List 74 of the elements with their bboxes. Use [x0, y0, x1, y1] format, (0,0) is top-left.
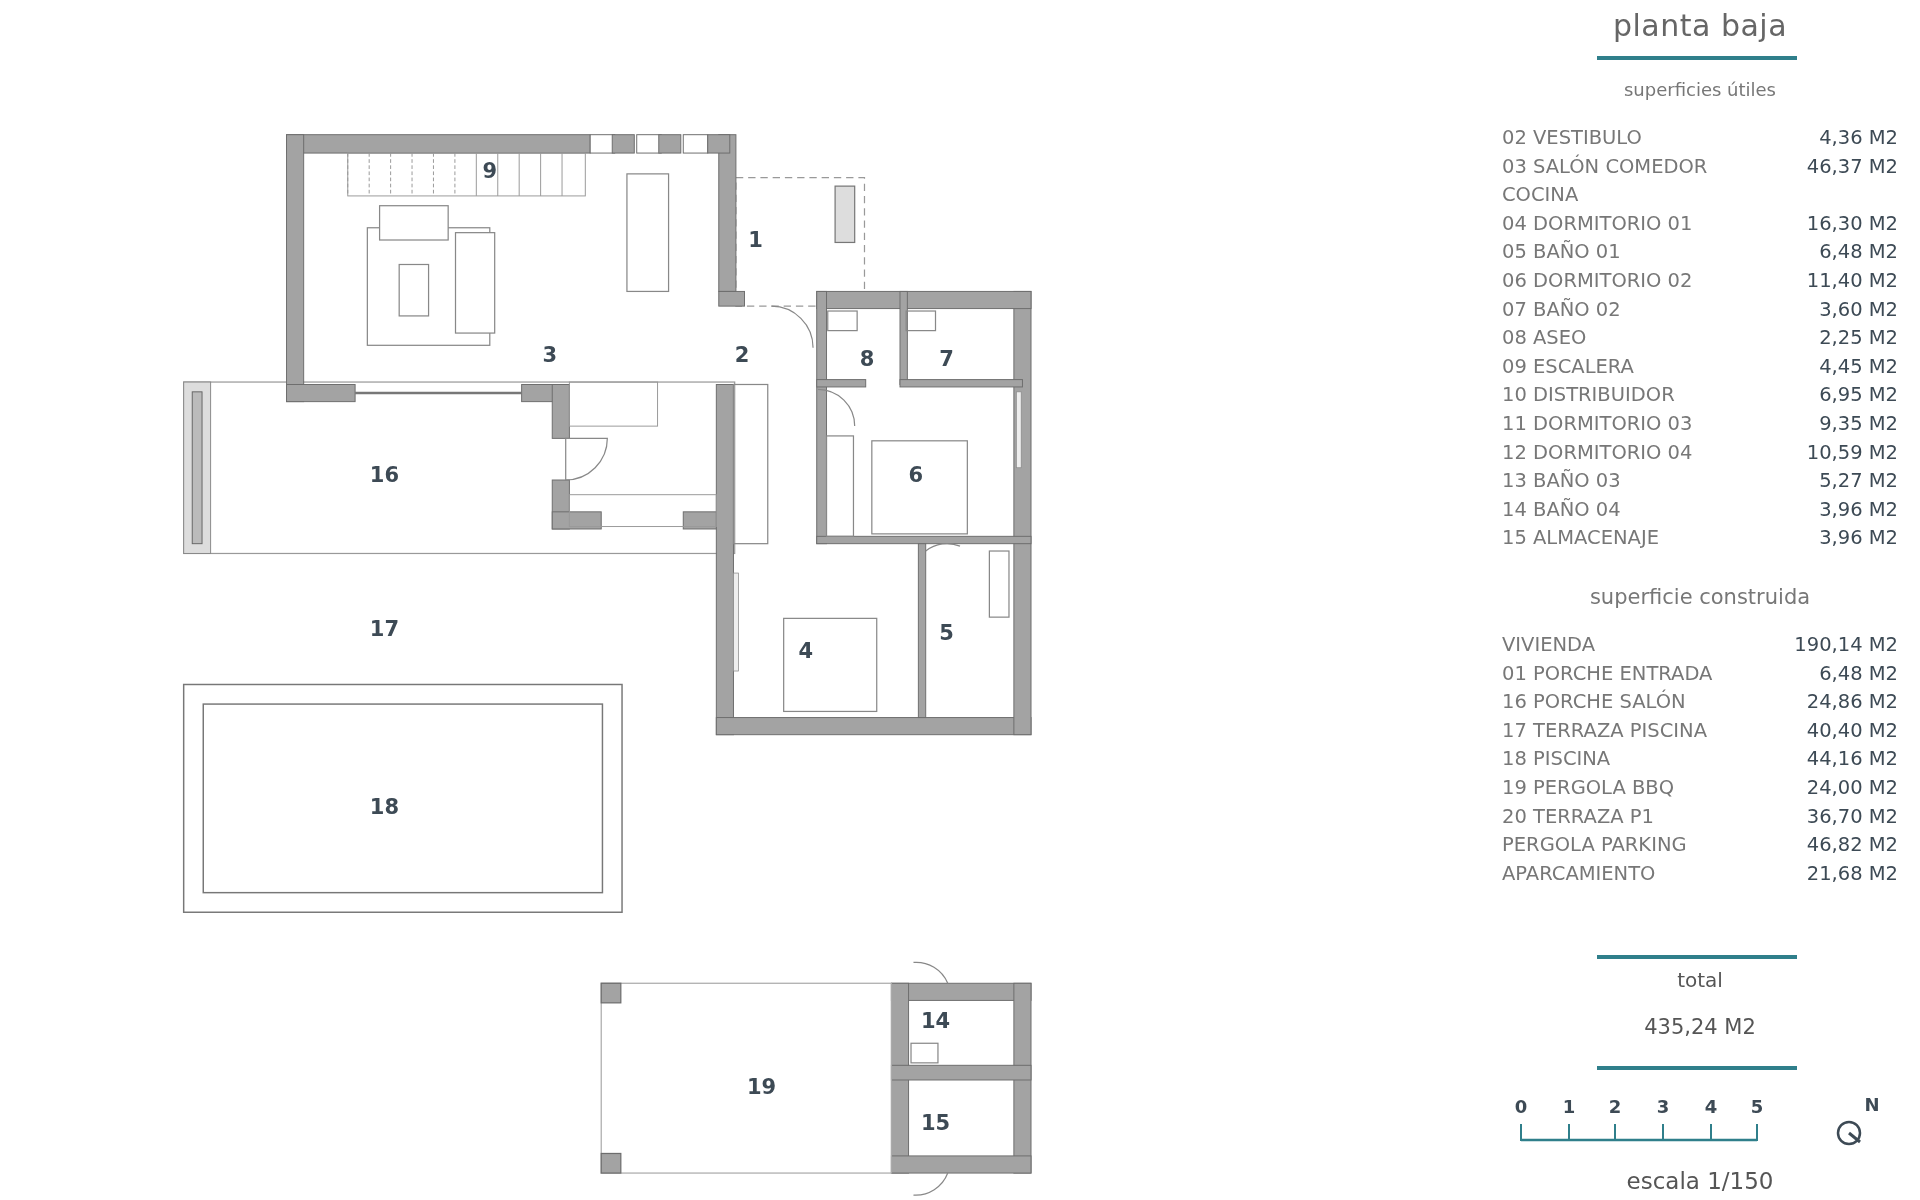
- area-value: 3,60 M2: [1818, 296, 1898, 323]
- room-number: 7: [939, 348, 954, 370]
- area-name: 16 PORCHE SALÓN: [1502, 688, 1687, 716]
- area-name: 09 ESCALERA: [1502, 353, 1635, 380]
- room-number: 8: [859, 348, 875, 370]
- area-name: 15 ALMACENAJE: [1502, 525, 1660, 552]
- room-number: 18: [369, 796, 400, 818]
- room-number: 1: [748, 229, 763, 251]
- area-name: PERGOLA PARKING: [1502, 832, 1688, 859]
- area-value: 36,70 M2: [1805, 803, 1898, 830]
- area-value: 6,48 M2: [1818, 660, 1898, 687]
- area-value: 10,59 M2: [1805, 439, 1898, 466]
- room-number: 6: [908, 464, 924, 486]
- room-number: 16: [369, 464, 400, 486]
- area-value: 9,35 M2: [1818, 410, 1898, 437]
- area-value: 24,86 M2: [1805, 689, 1898, 716]
- area-name: 02 VESTIBULO: [1502, 125, 1643, 151]
- area-name: 14 BAÑO 04: [1502, 496, 1622, 523]
- scale-number: 4: [1704, 1096, 1718, 1117]
- area-name: 20 TERRAZA P1: [1502, 803, 1655, 830]
- scale-number: 0: [1514, 1096, 1528, 1117]
- scale-number: 1: [1562, 1096, 1576, 1117]
- area-value: 46,82 M2: [1805, 832, 1898, 859]
- area-name: 18 PISCINA: [1502, 746, 1612, 773]
- area-value: 16,30 M2: [1805, 210, 1898, 237]
- section-heading: superficies útiles: [1623, 79, 1777, 101]
- room-number: 3: [542, 344, 558, 366]
- area-name: APARCAMIENTO: [1502, 860, 1657, 887]
- area-name: 03 SALÓN COMEDOR COCINA: [1502, 153, 1709, 209]
- total-value: 435,24 M2: [1643, 1015, 1757, 1041]
- scale-caption: escala 1/150: [1625, 1168, 1775, 1196]
- area-value: 4,36 M2: [1818, 125, 1898, 151]
- area-value: 3,96 M2: [1818, 525, 1898, 552]
- area-value: 2,25 M2: [1818, 325, 1898, 352]
- area-value: 40,40 M2: [1805, 717, 1898, 744]
- room-number: 5: [939, 622, 954, 644]
- north-label: N: [1864, 1094, 1880, 1115]
- area-name: 04 DORMITORIO 01: [1502, 210, 1694, 237]
- room-number: 2: [734, 344, 750, 366]
- scale-number: 2: [1608, 1096, 1622, 1117]
- area-value: 44,16 M2: [1805, 746, 1898, 773]
- room-number: 17: [369, 618, 400, 640]
- room-number: 15: [920, 1112, 951, 1134]
- area-name: 10 DISTRIBUIDOR: [1502, 382, 1676, 409]
- room-number: 9: [482, 160, 498, 182]
- room-number: 4: [798, 640, 813, 662]
- section-heading: superficie construida: [1588, 585, 1812, 611]
- area-name: 17 TERRAZA PISCINA: [1502, 717, 1708, 744]
- room-number: 14: [920, 1010, 951, 1032]
- area-name: 19 PERGOLA BBQ: [1502, 774, 1676, 801]
- area-name: 06 DORMITORIO 02: [1502, 267, 1694, 294]
- scale-number: 3: [1656, 1096, 1670, 1117]
- area-name: 08 ASEO: [1502, 325, 1588, 352]
- room-number: 19: [747, 1076, 777, 1098]
- area-name: 05 BAÑO 01: [1502, 239, 1622, 266]
- total-label: total: [1676, 968, 1724, 992]
- area-value: 6,48 M2: [1818, 239, 1898, 266]
- plan-title: planta baja: [1611, 8, 1789, 43]
- area-value: 3,96 M2: [1818, 496, 1898, 523]
- scale-number: 5: [1750, 1096, 1764, 1117]
- area-name: 13 BAÑO 03: [1502, 468, 1622, 495]
- area-value: 190,14 M2: [1793, 632, 1898, 658]
- area-name: 07 BAÑO 02: [1502, 296, 1622, 323]
- area-name: 01 PORCHE ENTRADA: [1502, 660, 1714, 687]
- area-value: 6,95 M2: [1818, 382, 1898, 409]
- area-value: 24,00 M2: [1805, 774, 1898, 801]
- area-value: 4,45 M2: [1818, 353, 1898, 380]
- area-value: 5,27 M2: [1818, 468, 1898, 495]
- area-value: 11,40 M2: [1805, 267, 1898, 294]
- area-value: 46,37 M2: [1805, 153, 1898, 180]
- area-name: 11 DORMITORIO 03: [1502, 410, 1694, 437]
- area-value: 21,68 M2: [1805, 860, 1898, 887]
- area-name: VIVIENDA: [1502, 632, 1597, 658]
- area-name: 12 DORMITORIO 04: [1502, 439, 1694, 466]
